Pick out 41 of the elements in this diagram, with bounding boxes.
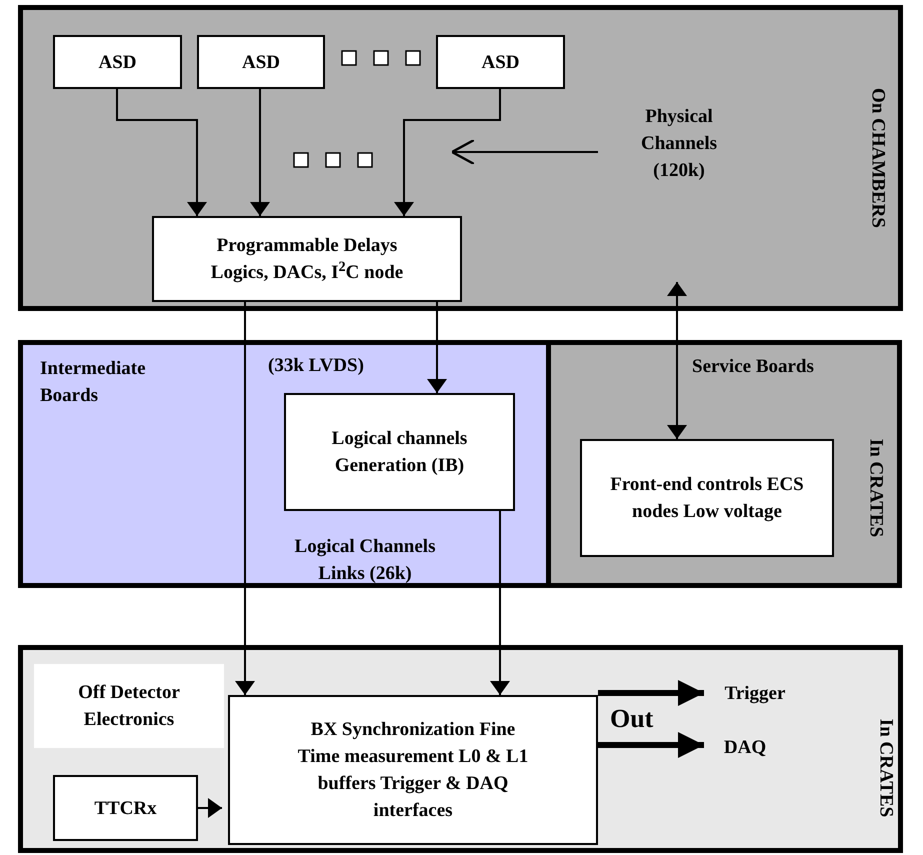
box-label: Logical channels Generation (IB)	[330, 427, 468, 478]
panel-heading: Service Boards	[692, 355, 815, 379]
box-label: Programmable Delays Logics, DACs, I$^{2}$C node	[210, 234, 404, 285]
asd-box	[53, 35, 182, 89]
process-box	[284, 393, 515, 511]
crates-panel	[18, 645, 903, 853]
section-label: In CRATES	[864, 438, 888, 538]
output-label: DAQ	[724, 736, 766, 760]
chambers-panel	[18, 5, 903, 311]
asd-box	[436, 35, 565, 89]
arrow	[397, 89, 501, 216]
ttcrx-box	[53, 775, 198, 841]
arrow	[493, 511, 507, 695]
arrow	[238, 302, 252, 695]
process-box	[228, 695, 598, 845]
signal-label: (33k LVDS)	[268, 354, 365, 378]
arrow	[430, 302, 444, 393]
box-label: Off Detector Electronics	[77, 681, 181, 732]
double-arrow	[670, 282, 684, 439]
section-label: On CHAMBERS	[866, 88, 890, 228]
signal-label: Logical Channels Links (26k)	[294, 535, 436, 586]
thick-arrow	[598, 732, 704, 758]
box-label: ASD	[240, 50, 281, 74]
box-label: Front-end controls ECS nodes Low voltage	[609, 473, 805, 524]
box-label: TTCRx	[93, 796, 158, 820]
section-label: In CRATES	[874, 718, 898, 818]
thick-arrow	[598, 680, 704, 706]
output-group-label: Out	[610, 705, 654, 732]
channels-note: Physical Channels (120k)	[640, 104, 718, 182]
output-label: Trigger	[724, 682, 786, 706]
arrow	[116, 89, 204, 216]
box-label: ASD	[97, 50, 138, 74]
arrow	[253, 89, 267, 216]
box-label: ASD	[480, 50, 520, 74]
asd-box	[197, 35, 325, 89]
arrow	[198, 801, 222, 815]
process-box	[152, 216, 462, 302]
arrow	[450, 140, 598, 164]
panel-heading: Intermediate Boards	[40, 357, 147, 408]
process-box	[580, 439, 834, 557]
box-label: BX Synchronization Fine Time measurement L0 & L1 buffers Trigger & DAQ interfaces	[296, 718, 530, 823]
